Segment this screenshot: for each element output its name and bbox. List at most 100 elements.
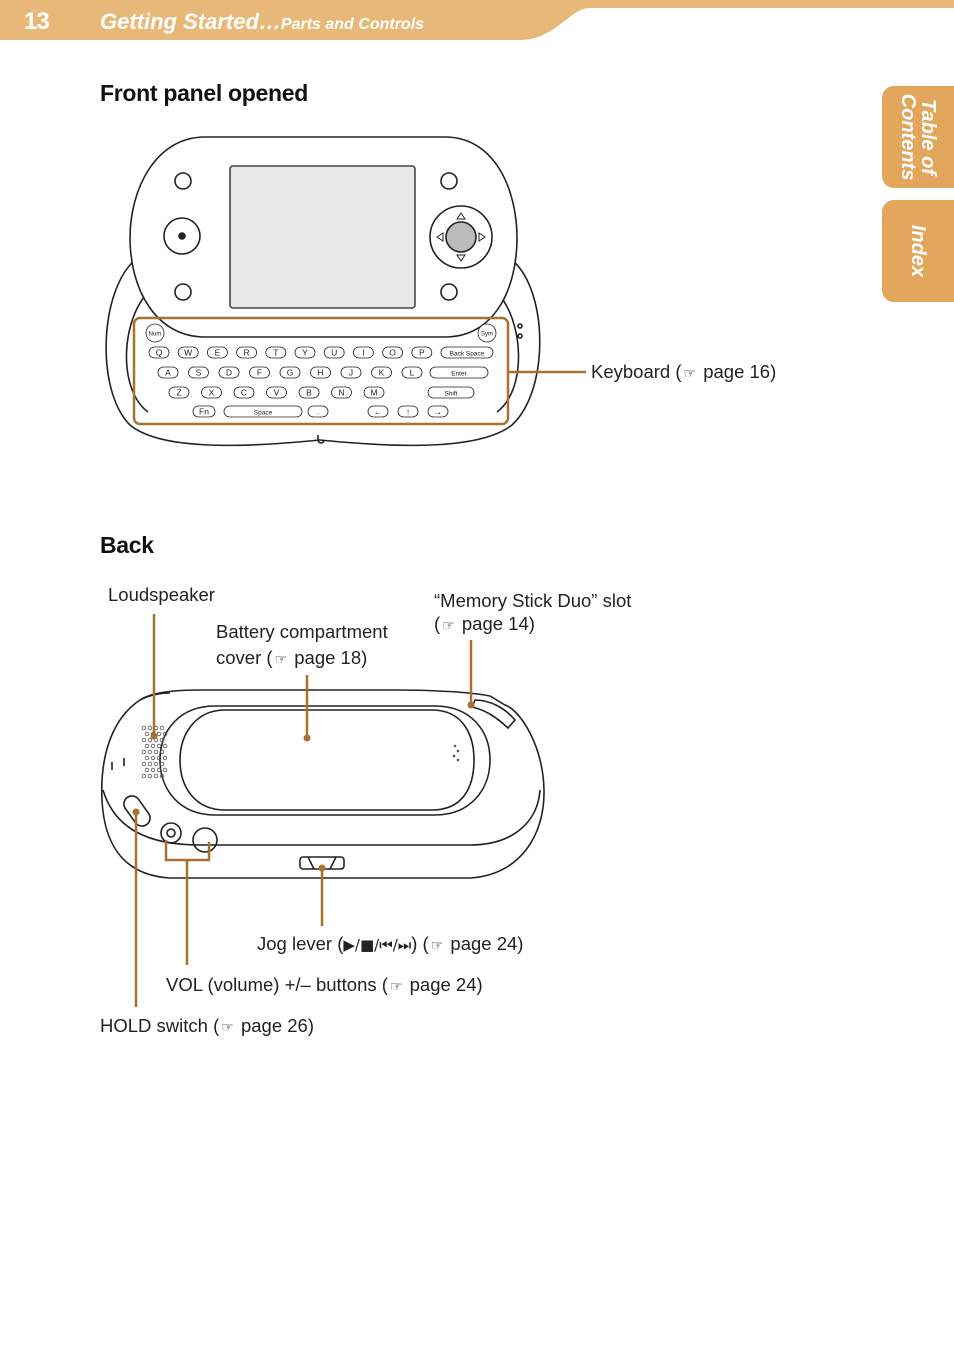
speaker-hole xyxy=(141,761,147,767)
speaker-hole xyxy=(147,737,153,743)
section-name: Parts and Controls xyxy=(280,16,425,33)
key-r-label: R xyxy=(244,348,250,358)
speaker-hole xyxy=(144,755,150,761)
speaker-hole xyxy=(150,767,156,773)
speaker-hole xyxy=(150,755,156,761)
key-right xyxy=(427,405,449,418)
key-s-label: S xyxy=(196,368,202,378)
key-left-label: ← xyxy=(374,407,383,417)
key-shift xyxy=(427,386,475,399)
speaker-hole xyxy=(141,725,147,731)
speaker-hole xyxy=(150,743,156,749)
key-h-label: H xyxy=(317,368,323,378)
key-i xyxy=(352,346,374,359)
speaker-hole xyxy=(153,773,159,779)
jog-label: Jog lever (▶/■/⏮/⏭) (☞ page 24) xyxy=(257,931,523,958)
key-a xyxy=(157,366,179,379)
key-g-label: G xyxy=(287,368,294,378)
key-v-label: V xyxy=(274,388,280,398)
key-c-label: C xyxy=(241,388,247,398)
hand-pointer-icon: ☞ xyxy=(389,978,403,994)
speaker-hole xyxy=(162,731,168,737)
speaker-hole xyxy=(141,737,147,743)
memstick-label-page[interactable]: page 14) xyxy=(456,613,535,634)
hand-pointer-icon: ☞ xyxy=(430,937,444,953)
key-right-label: → xyxy=(434,407,443,417)
battery-label-page[interactable]: page 18) xyxy=(289,647,368,668)
speaker-hole xyxy=(153,749,159,755)
battery-label: Battery compartment cover (☞ page 18) xyxy=(216,619,388,672)
key-l xyxy=(401,366,423,379)
key-b-label: B xyxy=(306,388,312,398)
speaker-hole xyxy=(156,743,162,749)
key-up-label: ↑ xyxy=(406,407,410,417)
key-f xyxy=(249,366,270,379)
key-fn-label: Fn xyxy=(199,407,209,417)
front-panel-title: Front panel opened xyxy=(100,80,308,106)
key-period-label: . xyxy=(317,407,319,417)
key-num xyxy=(145,323,165,343)
battery-label-line1: Battery compartment xyxy=(216,621,388,642)
key-k xyxy=(371,366,392,379)
header-band xyxy=(0,0,954,40)
jog-label-page[interactable]: page 24) xyxy=(445,933,524,954)
vol-label-page[interactable]: page 24) xyxy=(404,974,483,995)
memstick-label-pre: ( xyxy=(434,613,441,634)
key-t xyxy=(265,346,287,359)
key-sym-label: Sym xyxy=(481,332,493,338)
key-c xyxy=(233,386,255,399)
key-fn xyxy=(192,405,216,418)
vol-label: VOL (volume) +/– buttons (☞ page 24) xyxy=(166,972,483,999)
loudspeaker-label: Loudspeaker xyxy=(108,584,215,605)
key-a-label: A xyxy=(165,368,171,378)
key-l-label: L xyxy=(410,368,415,378)
battery-label-pre: cover ( xyxy=(216,647,273,668)
memstick-label: “Memory Stick Duo” slot (☞ page 14) xyxy=(434,588,631,638)
hold-label-page[interactable]: page 26) xyxy=(235,1015,314,1036)
tab-index[interactable]: Index xyxy=(882,200,954,302)
jog-symbols: ▶/■/⏮/⏭ xyxy=(343,936,412,954)
keyboard-label-page[interactable]: page 16) xyxy=(698,361,777,382)
key-sym xyxy=(477,323,497,343)
vol-label-pre: VOL (volume) +/– buttons ( xyxy=(166,974,388,995)
key-o xyxy=(382,346,404,359)
key-q-label: Q xyxy=(156,348,163,358)
key-n xyxy=(331,386,352,399)
speaker-hole xyxy=(159,773,165,779)
key-h xyxy=(310,366,331,379)
key-m-label: M xyxy=(370,388,377,398)
speaker-hole xyxy=(156,755,162,761)
speaker-hole xyxy=(153,761,159,767)
page-number: 13 xyxy=(24,8,50,35)
speaker-hole xyxy=(147,773,153,779)
jog-label-pre: Jog lever ( xyxy=(257,933,344,954)
hand-pointer-icon: ☞ xyxy=(683,365,697,381)
battery-cover xyxy=(159,705,491,816)
key-m xyxy=(363,386,385,399)
speaker-hole xyxy=(162,743,168,749)
key-enter xyxy=(429,366,489,379)
key-y xyxy=(294,346,316,359)
speaker-hole xyxy=(141,773,147,779)
hold-label: HOLD switch (☞ page 26) xyxy=(100,1013,314,1040)
hand-pointer-icon: ☞ xyxy=(442,617,455,633)
key-x-label: X xyxy=(209,388,215,398)
key-w xyxy=(177,346,199,359)
jog-label-mid: ) ( xyxy=(411,933,429,954)
key-p xyxy=(411,346,433,359)
keyboard-label: Keyboard (☞ page 16) xyxy=(591,359,776,386)
speaker-hole xyxy=(144,743,150,749)
key-k-label: K xyxy=(379,368,385,378)
key-i-label: I xyxy=(362,348,364,358)
key-num-label: Num xyxy=(149,332,162,338)
speaker-hole xyxy=(162,767,168,773)
key-left xyxy=(367,405,389,418)
memstick-label-line1: “Memory Stick Duo” slot xyxy=(434,590,632,611)
speaker-hole xyxy=(159,737,165,743)
speaker-hole xyxy=(144,731,150,737)
key-backspace-label: Back Space xyxy=(450,351,485,358)
key-x xyxy=(201,386,222,399)
speaker-hole xyxy=(147,725,153,731)
